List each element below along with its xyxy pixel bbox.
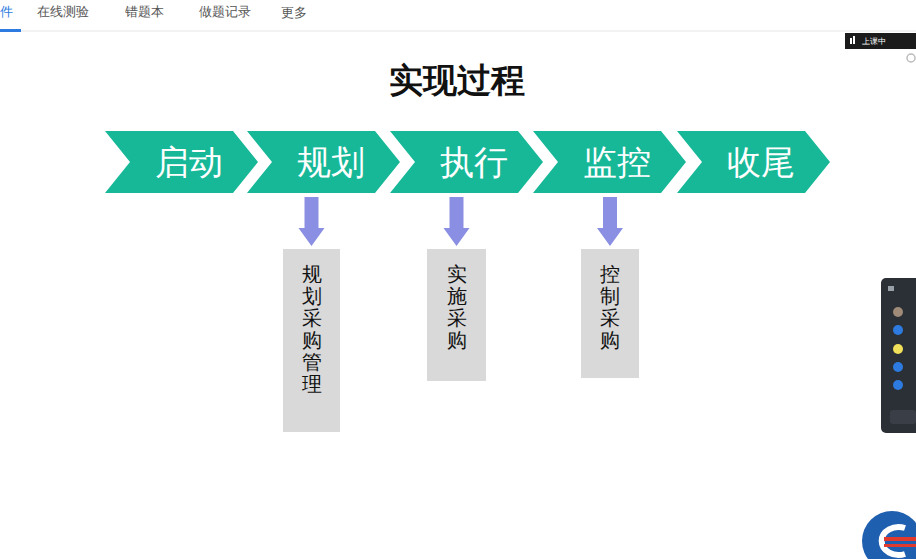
nav-tab: 件: [0, 3, 13, 21]
nav-tab: 在线测验: [37, 3, 89, 21]
chevron-fill: [105, 131, 258, 193]
logo: [862, 511, 916, 559]
chat-panel-icon: [888, 286, 894, 291]
logo-stripe: [884, 537, 916, 541]
diagram-title: 实现过程: [389, 58, 525, 104]
phase-chevron: 收尾: [677, 131, 830, 193]
process-label: 规划采购管理: [302, 263, 322, 395]
phase-label: 收尾: [727, 145, 795, 179]
settings-icon: [907, 54, 915, 62]
status-text: 上课中: [862, 36, 886, 47]
avatar: [893, 307, 903, 317]
chevron-fill: [533, 131, 686, 193]
process-label: 实施采购: [447, 263, 467, 351]
phase-label: 执行: [440, 145, 508, 179]
phase-chevron: 规划: [247, 131, 400, 193]
active-tab-underline: [0, 29, 21, 32]
down-arrow: [597, 197, 623, 246]
process-box: 实施采购: [427, 249, 486, 381]
nav-tab: 做题记录: [199, 3, 251, 21]
phase-chevron: 启动: [105, 131, 258, 193]
phase-label: 规划: [297, 145, 365, 179]
chat-input: [890, 410, 916, 424]
nav-tab: 更多: [281, 4, 307, 22]
down-arrow: [444, 197, 470, 246]
avatar: [893, 380, 903, 390]
phase-label: 监控: [583, 145, 651, 179]
down-arrow: [299, 197, 325, 246]
tab-bar-border: [0, 31, 916, 32]
signal-icon: [850, 38, 852, 44]
phase-chevron: 执行: [390, 131, 543, 193]
phase-chevron: 监控: [533, 131, 686, 193]
chat-panel: [881, 278, 916, 433]
status-panel: [845, 33, 916, 49]
process-box: 控制采购: [581, 249, 639, 378]
chevron-fill: [247, 131, 400, 193]
process-label: 控制采购: [600, 263, 620, 351]
avatar: [893, 362, 903, 372]
avatar: [893, 325, 903, 335]
chevron-fill: [677, 131, 830, 193]
signal-icon: [853, 36, 855, 44]
chevron-fill: [390, 131, 543, 193]
phase-label: 启动: [155, 145, 223, 179]
avatar: [893, 344, 903, 354]
nav-tab: 错题本: [125, 3, 164, 21]
logo-stripe: [884, 544, 916, 547]
process-box: 规划采购管理: [283, 249, 340, 432]
